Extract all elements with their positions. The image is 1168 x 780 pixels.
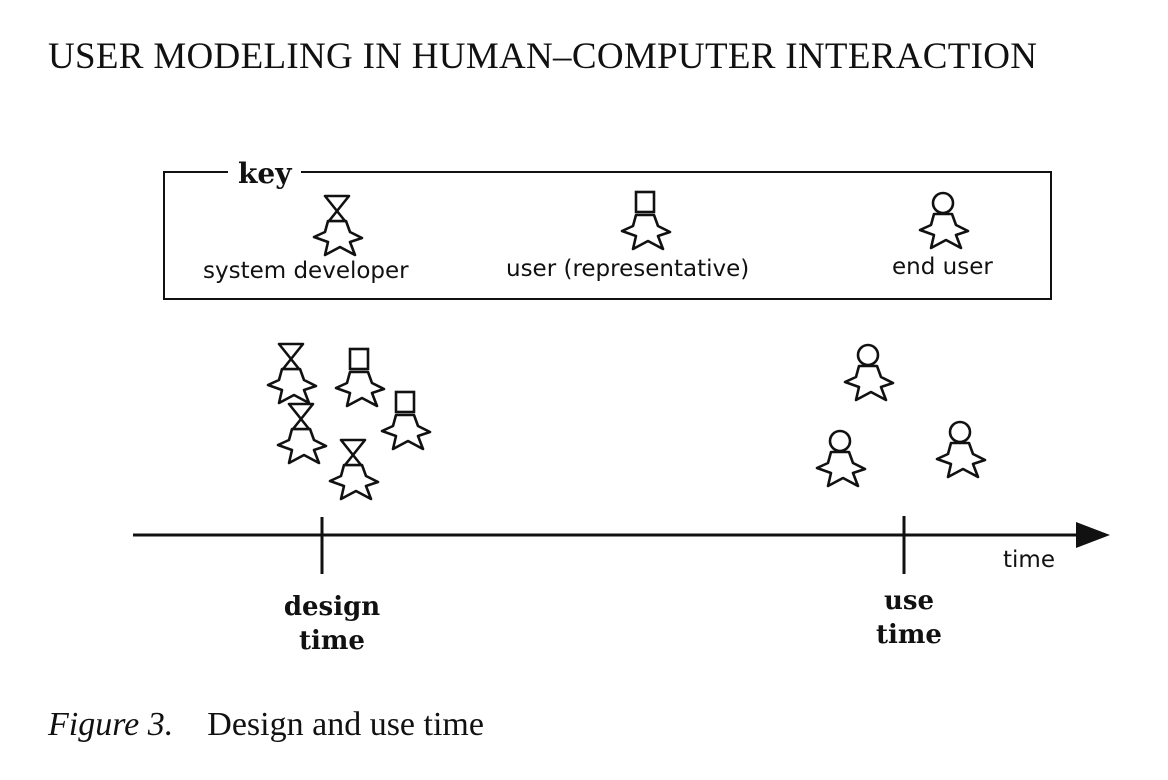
end-user-icon [937, 422, 985, 477]
use-time-label-line1: use [883, 586, 935, 616]
system-developer-icon [330, 440, 378, 499]
key-title: key [228, 160, 302, 188]
running-head: USER MODELING IN HUMAN–COMPUTER INTERACT… [48, 36, 1038, 77]
use-time-label: use time [859, 584, 959, 652]
time-axis-label: time [1003, 547, 1055, 573]
design-time-group [268, 344, 430, 499]
legend-label-system-developer: system developer [203, 258, 409, 284]
user-representative-icon [382, 392, 430, 449]
legend-label-end-user: end user [892, 254, 993, 280]
caption-label: Figure 3. [48, 706, 174, 743]
end-user-icon [920, 193, 968, 248]
figure-caption: Figure 3. Design and use time [48, 708, 484, 742]
end-user-icon [845, 345, 893, 400]
system-developer-icon [278, 404, 326, 463]
use-time-group [817, 345, 985, 486]
caption-text: Design and use time [207, 706, 484, 743]
time-axis-arrowhead [1076, 522, 1110, 548]
end-user-icon [817, 431, 865, 486]
system-developer-icon [268, 344, 316, 403]
legend-label-user-representative: user (representative) [506, 256, 750, 282]
user-representative-icon [336, 349, 384, 406]
system-developer-icon [314, 196, 362, 255]
key-legend-box [163, 171, 1052, 300]
use-time-label-line2: time [876, 620, 942, 650]
design-time-label-line2: time [299, 626, 365, 656]
design-time-label-line1: design [283, 592, 381, 622]
design-time-label: design time [262, 590, 402, 658]
user-representative-icon [622, 192, 670, 249]
